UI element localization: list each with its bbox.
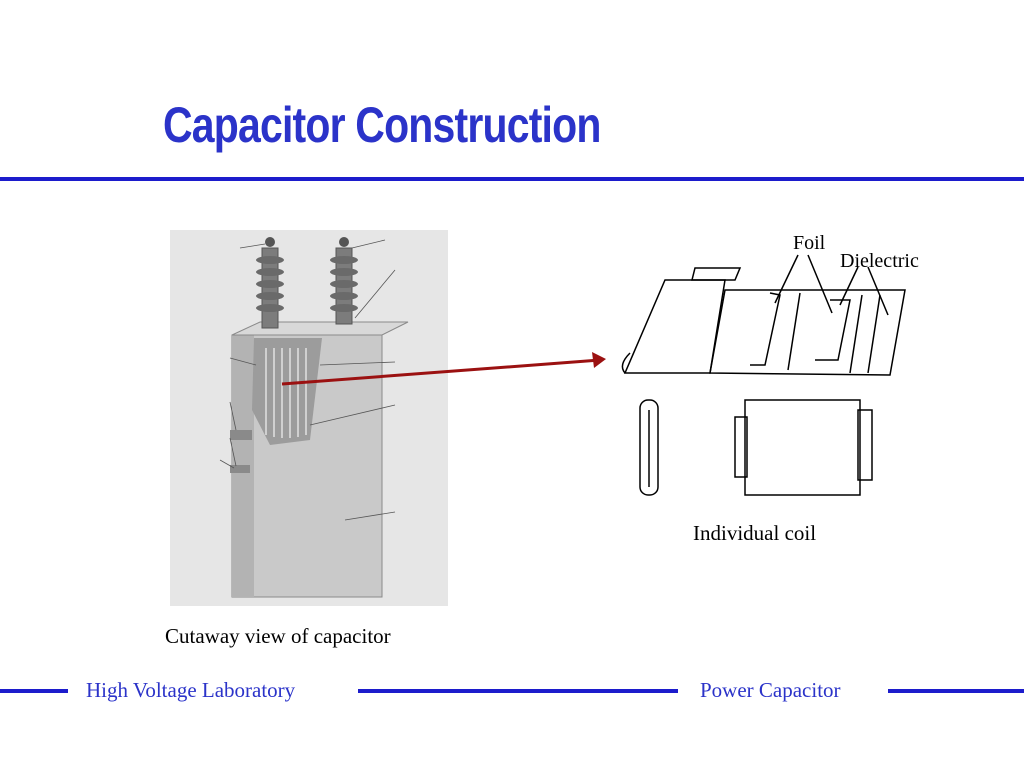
slide-title: Capacitor Construction [163,97,601,153]
coil-diagram: Foil Dielectric [621,232,919,496]
footer-line-middle [358,689,678,693]
coil-caption: Individual coil [693,521,817,545]
footer-left-text: High Voltage Laboratory [86,678,296,702]
footer-line-left [0,689,68,693]
title-divider [0,177,1024,181]
foil-label: Foil [793,232,826,254]
footer-right-text: Power Capacitor [700,678,841,702]
cutaway-caption: Cutaway view of capacitor [165,624,391,648]
dielectric-label: Dielectric [840,250,919,272]
cutaway-photo [170,230,448,606]
footer-line-right [888,689,1024,693]
